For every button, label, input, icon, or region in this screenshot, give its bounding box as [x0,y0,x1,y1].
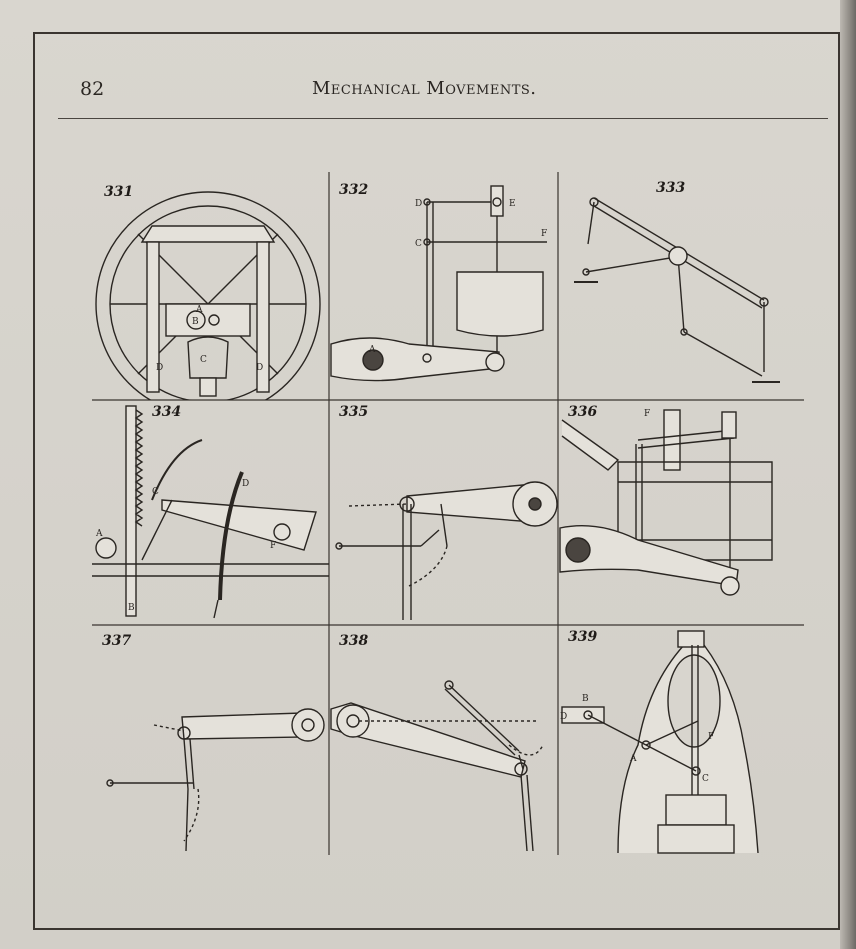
letter-c: C [415,239,422,249]
figure-338: 338 [329,625,558,855]
letter-a: A [195,305,203,315]
letter-d: D [560,712,567,722]
letter-a: A [629,754,637,764]
letter-a: A [95,529,103,539]
letter-f: F [708,732,714,742]
figure-339: 339 B [558,625,804,855]
letter-f: F [541,229,547,239]
swing-lever-drawing [330,680,544,852]
figure-337: 337 [92,625,329,855]
figure-336: 336 F [558,400,804,625]
figure-label: 336 [568,404,598,420]
press-drawing: B D A F C [560,630,759,854]
figure-333: 333 [558,172,804,400]
letter-d-left: D [156,363,163,373]
flywheel-press-drawing: A B C D D [95,191,321,400]
figure-label: 338 [339,633,369,649]
figure-label: 335 [339,404,369,420]
letter-d: D [415,199,422,209]
letter-d-right: D [256,363,263,373]
letter-c: C [200,355,207,365]
letter-b: B [582,694,589,704]
letter-e: E [509,199,516,209]
letter-b: B [128,603,135,613]
figure-331: 331 A B [92,172,329,400]
page-border [33,32,840,930]
figure-label: 334 [152,404,182,420]
letter-c: C [152,487,159,497]
figure-label: 337 [102,633,132,649]
figure-grid: 331 A B [92,172,804,855]
figure-335: 335 [329,400,558,625]
figure-332: 332 D [329,172,558,400]
page-number: 82 [80,78,105,100]
letter-f: F [270,541,276,551]
letter-a: A [368,345,376,355]
linkage-drawing [574,197,780,383]
letter-b: B [192,317,199,327]
crank-lever-drawing [335,481,558,620]
figure-label: 331 [104,184,134,200]
crank-drawing [106,708,325,852]
steam-engine-lever-drawing: F [559,409,773,596]
header-rule [58,118,828,119]
page-edge-shadow [840,0,856,949]
letter-d: D [242,479,249,489]
running-head: Mechanical Movements. [312,78,537,99]
letter-f: F [644,409,650,419]
grid-lines [92,172,804,855]
figure-334: 334 A B C D F [92,400,329,625]
lever-pump-drawing: D E C F A [330,185,547,382]
figure-label: 339 [568,629,598,645]
rack-and-sector-drawing: A B C D F [92,405,329,619]
figure-label: 332 [339,182,369,198]
letter-c: C [702,774,709,784]
figure-label: 333 [656,180,686,196]
